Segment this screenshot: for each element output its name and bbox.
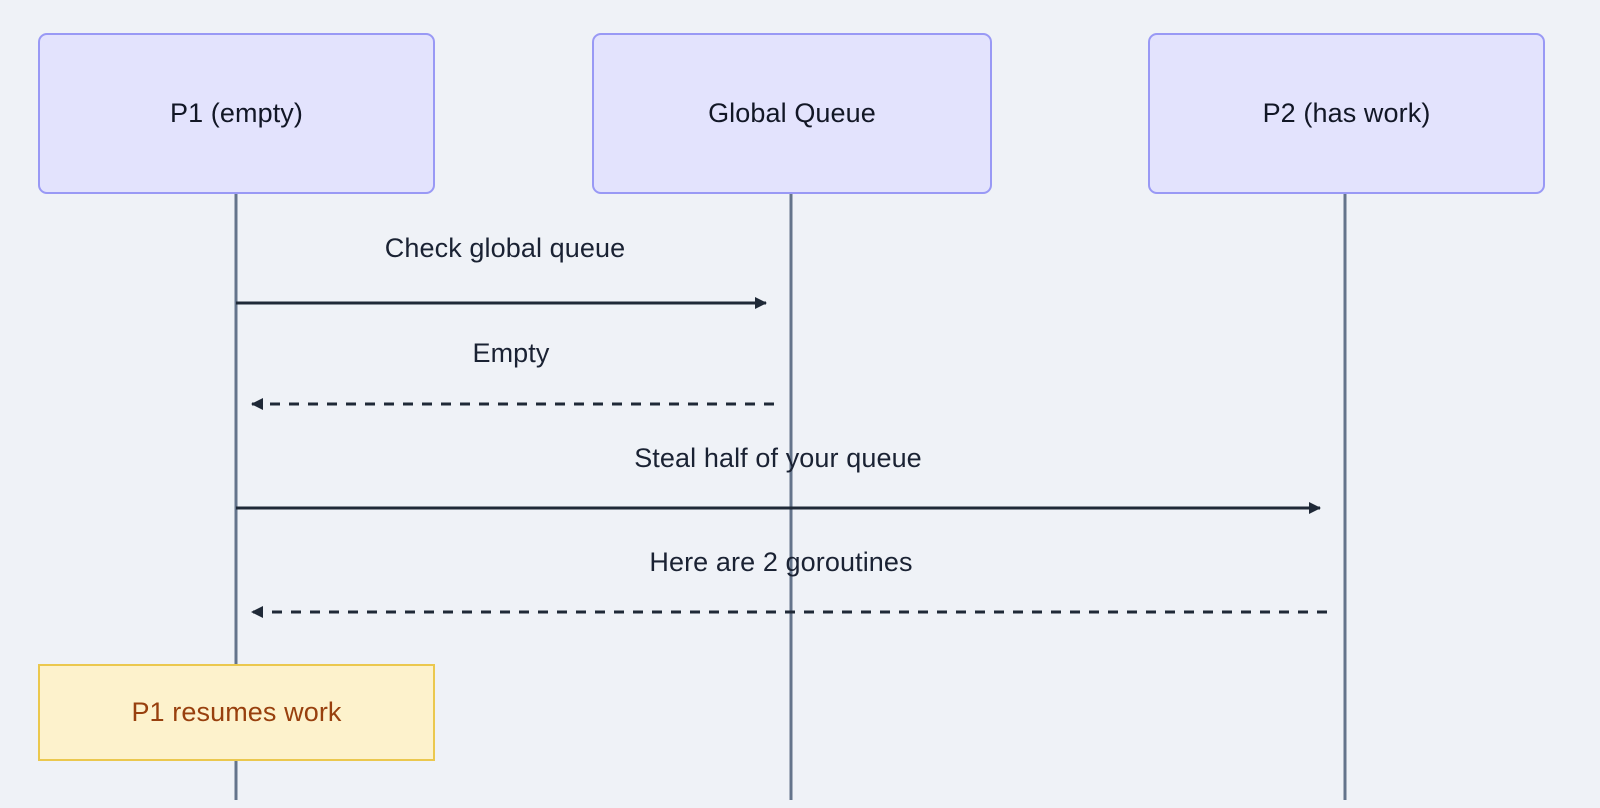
message-label-empty: Empty — [472, 338, 550, 368]
participant-box-global-queue[interactable]: Global Queue — [592, 33, 992, 194]
messages-group — [236, 297, 1327, 618]
participant-box-p2[interactable]: P2 (has work) — [1148, 33, 1545, 194]
message-label-check-global-queue: Check global queue — [384, 233, 626, 263]
message-label-steal-half-of-your-queue: Steal half of your queue — [634, 443, 922, 473]
participant-label-global-queue: Global Queue — [708, 98, 876, 129]
note-p1-resumes-work[interactable]: P1 resumes work — [38, 664, 435, 761]
participant-label-p1: P1 (empty) — [169, 98, 304, 129]
participant-label-p2: P2 (has work) — [1262, 98, 1431, 129]
participant-box-p1[interactable]: P1 (empty) — [38, 33, 435, 194]
note-label-p1-resumes-work: P1 resumes work — [131, 697, 342, 727]
message-label-here-are-2-goroutines: Here are 2 goroutines — [649, 547, 913, 577]
